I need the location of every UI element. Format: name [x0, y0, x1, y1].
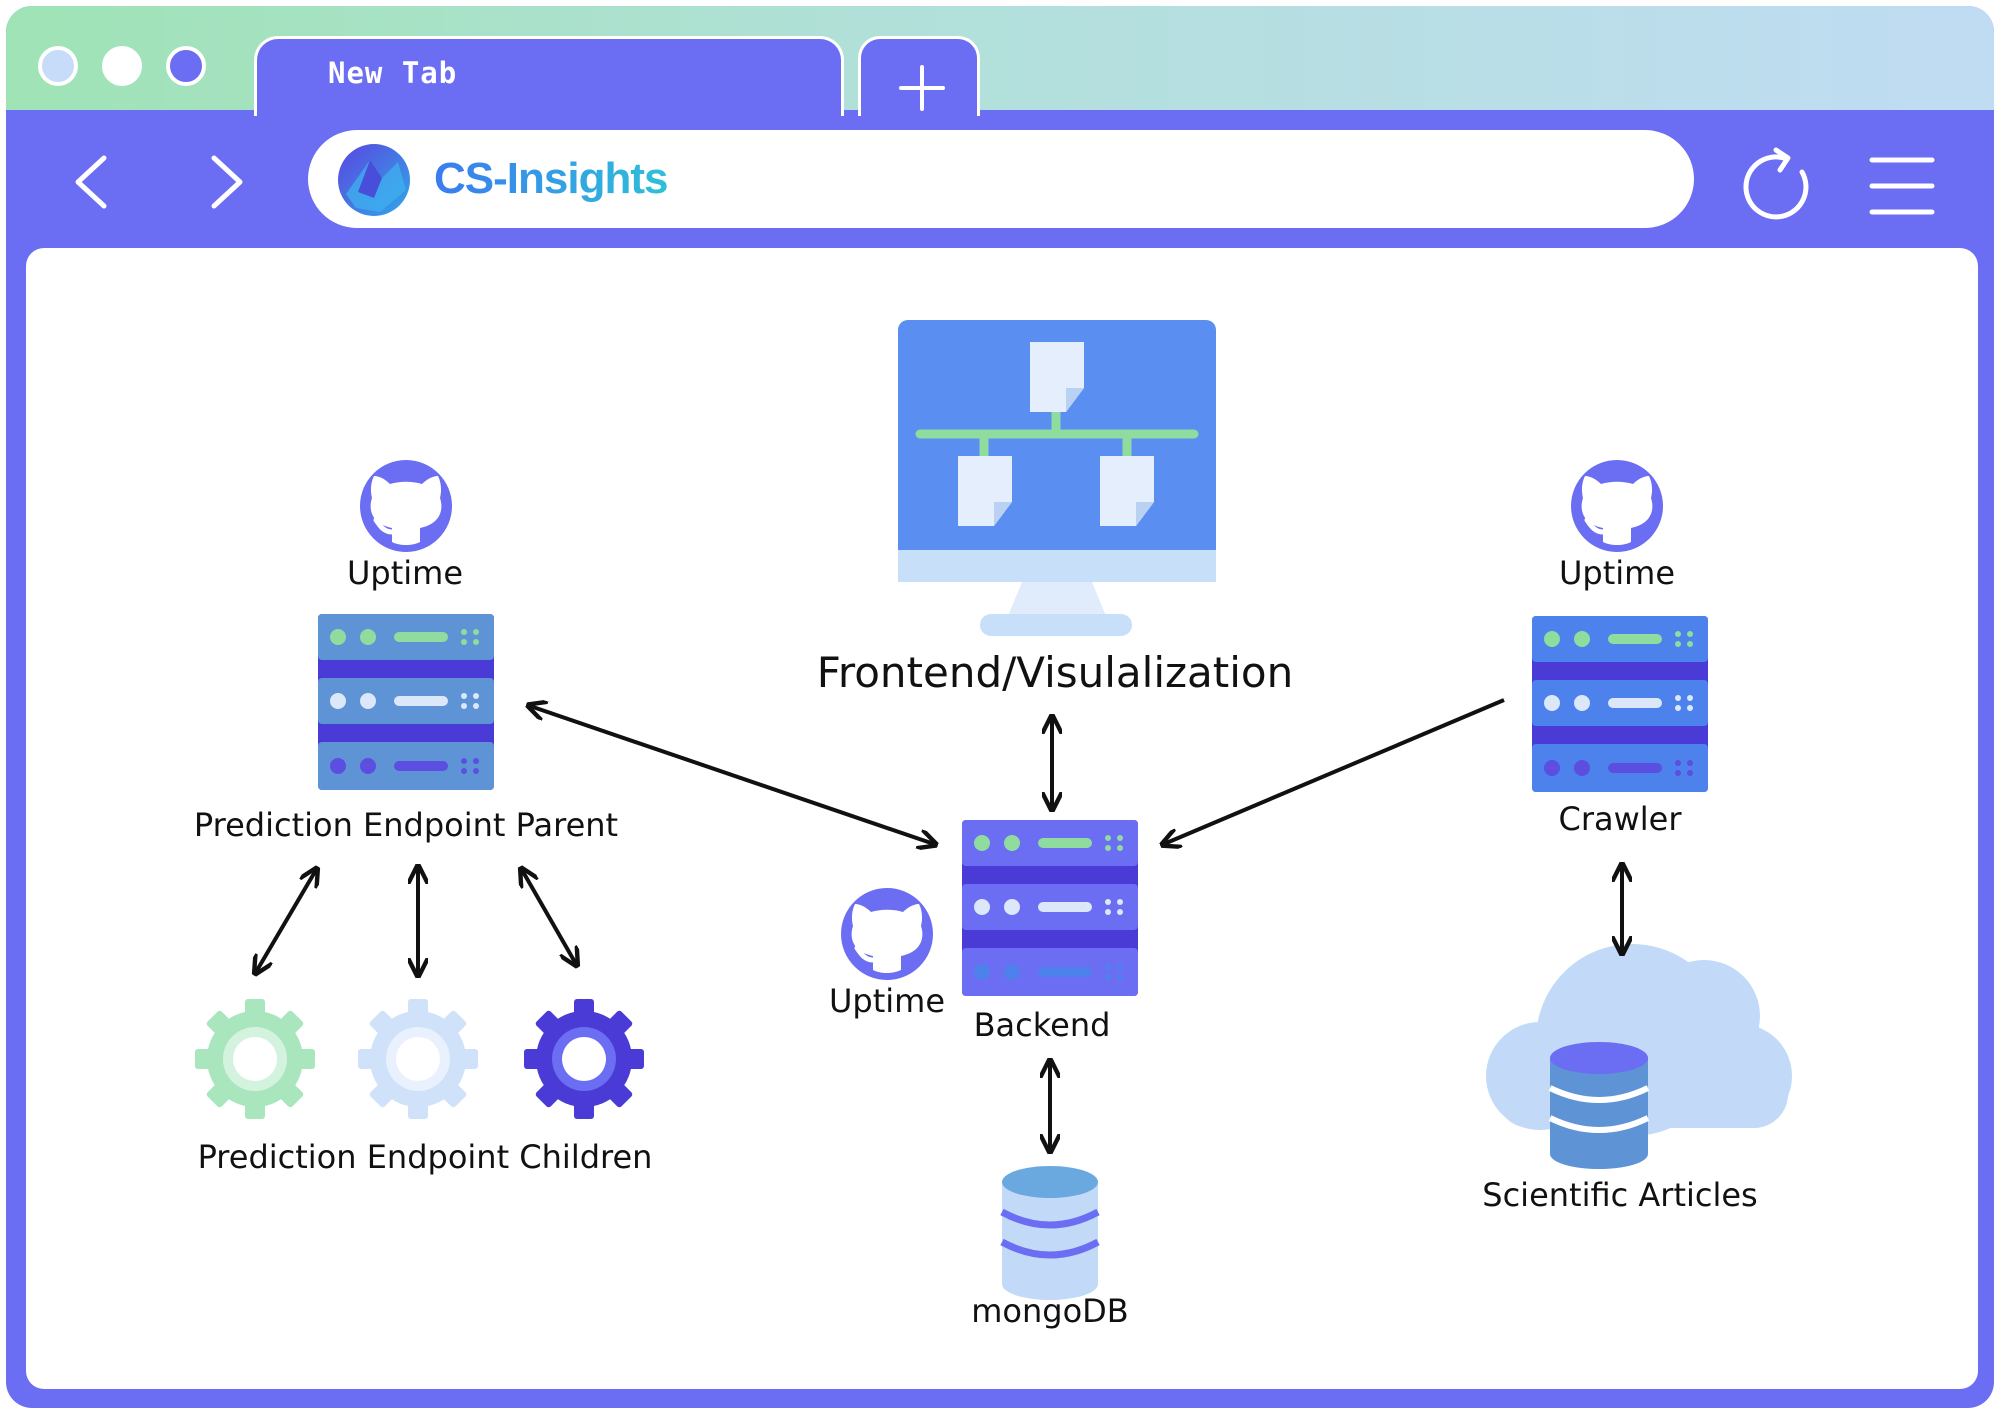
articles-label: Scientific Articles	[1482, 1176, 1758, 1214]
arrow-crawler-backend	[1164, 698, 1505, 844]
gear-icon	[358, 999, 478, 1119]
chevron-left-icon[interactable]	[64, 152, 124, 212]
window-close-button[interactable]	[38, 46, 78, 86]
mongodb-label: mongoDB	[971, 1292, 1129, 1330]
arrow-parent-child-1	[256, 870, 316, 972]
arrow-parent-child-3	[522, 870, 576, 964]
cs-insights-logo-icon	[338, 144, 410, 216]
crawler-uptime-label: Uptime	[1558, 554, 1676, 592]
address-bar[interactable]	[308, 130, 1694, 228]
window-maximize-button[interactable]	[166, 46, 206, 86]
github-icon	[841, 888, 933, 980]
parent-label: Prediction Endpoint Parent	[193, 806, 619, 844]
tab-new-tab[interactable]	[254, 36, 844, 116]
arrow-parent-backend	[530, 706, 934, 844]
window-minimize-button[interactable]	[102, 46, 142, 86]
backend-uptime-label: Uptime	[828, 982, 946, 1020]
gear-icon	[195, 999, 315, 1119]
parent-uptime-label: Uptime	[346, 554, 464, 592]
new-tab-button[interactable]	[858, 36, 980, 116]
frontend-monitor-icon	[898, 320, 1216, 636]
chevron-right-icon[interactable]	[198, 152, 258, 212]
children-label: Prediction Endpoint Children	[197, 1138, 653, 1176]
frontend-label: Frontend/Visulalization	[816, 648, 1294, 697]
github-icon	[360, 460, 452, 552]
tab-title: New Tab	[328, 56, 458, 90]
parent-server-icon	[318, 614, 494, 790]
hamburger-menu-icon[interactable]	[1868, 152, 1938, 222]
backend-label: Backend	[973, 1006, 1111, 1044]
crawler-label: Crawler	[1558, 800, 1682, 838]
gear-icon	[524, 999, 644, 1119]
plus-icon	[899, 65, 945, 111]
database-icon	[1000, 1166, 1100, 1300]
crawler-server-icon	[1532, 616, 1708, 792]
cloud-database-icon	[1486, 944, 1792, 1169]
github-icon	[1571, 460, 1663, 552]
reload-icon[interactable]	[1740, 146, 1820, 226]
backend-server-icon	[962, 820, 1138, 996]
address-brand: CS-Insights	[434, 154, 668, 203]
